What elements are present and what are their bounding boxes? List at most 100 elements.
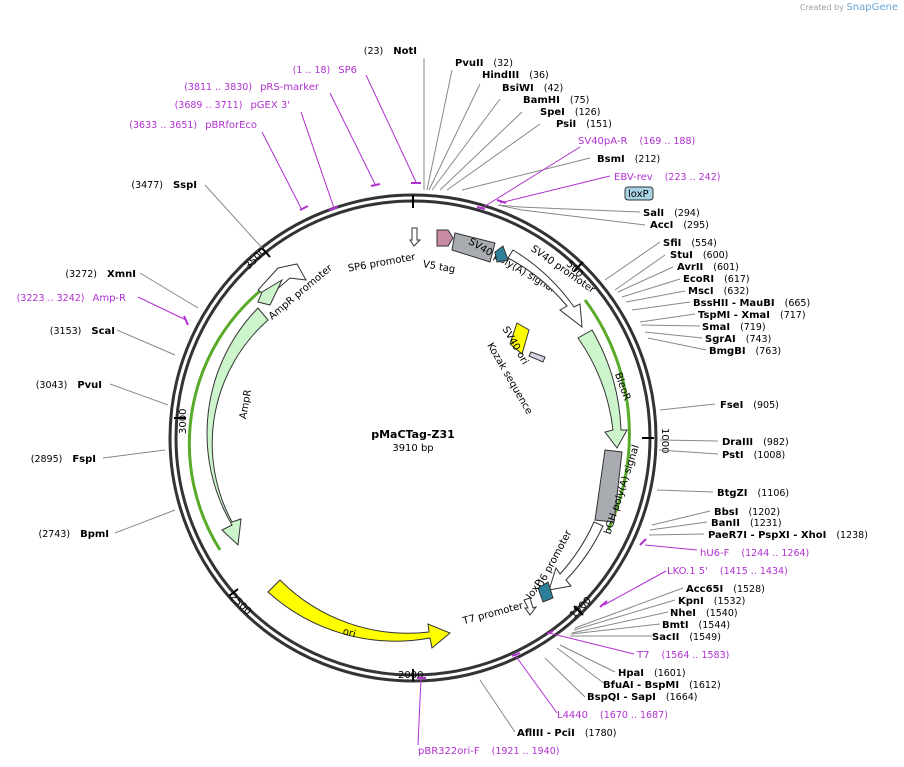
- svg-text:(3223 .. 3242)Amp-R: (3223 .. 3242)Amp-R: [17, 293, 126, 304]
- enzyme-bsshii-maubi: BssHII - MauBI: [693, 298, 775, 309]
- svg-text:Acc65I(1528): Acc65I(1528): [686, 584, 765, 595]
- ampr-upper-segment: [257, 278, 284, 306]
- enzyme-bsiwi: BsiWI: [502, 83, 534, 94]
- enzyme-stui: StuI: [670, 250, 693, 261]
- svg-text:L4440(1670 .. 1687): L4440(1670 .. 1687): [557, 710, 668, 721]
- enzyme-ecori: EcoRI: [683, 274, 714, 285]
- right-enzyme-labels: PvuII(32) HindIII(36) BsiWI(42) BamHI(75…: [455, 58, 868, 739]
- svg-text:BbsI(1202): BbsI(1202): [714, 507, 780, 518]
- enzyme-sacii: SacII: [652, 632, 679, 643]
- sv40-polya-feature: [451, 232, 496, 263]
- svg-text:(3633 .. 3651)pBRforEco: (3633 .. 3651)pBRforEco: [129, 120, 257, 131]
- svg-text:NheI(1540): NheI(1540): [670, 608, 738, 619]
- svg-text:SalI(294): SalI(294): [643, 208, 700, 219]
- tick-label-2500: 2500: [227, 592, 253, 618]
- loxp-top-feature: [494, 245, 509, 263]
- svg-text:AflIII - PciI(1780): AflIII - PciI(1780): [517, 728, 616, 739]
- v5-tag-label: V5 tag: [422, 259, 456, 276]
- svg-text:DraIII(982): DraIII(982): [722, 437, 789, 448]
- enzyme-noti: NotI: [393, 46, 417, 57]
- svg-text:EcoRI(617): EcoRI(617): [683, 274, 750, 285]
- svg-text:KpnI(1532): KpnI(1532): [678, 596, 745, 607]
- enzyme-sfii: SfiI: [663, 238, 681, 249]
- enzyme-fsei: FseI: [720, 400, 743, 411]
- enzyme-kpni: KpnI: [678, 596, 704, 607]
- ori-feature: [267, 579, 451, 649]
- svg-text:EBV-rev(223 .. 242): EBV-rev(223 .. 242): [614, 172, 720, 183]
- enzyme-btgzi: BtgZI: [717, 488, 748, 499]
- tick-label-2000: 2000: [398, 670, 423, 681]
- svg-text:BspQI - SapI(1664): BspQI - SapI(1664): [587, 692, 698, 703]
- primer-hu6-f: hU6-F: [700, 548, 730, 559]
- svg-text:(1 .. 18)SP6: (1 .. 18)SP6: [293, 65, 357, 76]
- enzyme-bsmi: BsmI: [597, 154, 625, 165]
- snapgene-logo: SnapGene: [846, 2, 898, 13]
- primer-sv40pa-r: SV40pA-R: [578, 136, 627, 147]
- svg-text:BsmI(212): BsmI(212): [597, 154, 660, 165]
- enzyme-psii: PsiI: [556, 119, 576, 130]
- svg-text:(3043)PvuI: (3043)PvuI: [36, 380, 102, 391]
- ori-label: ori: [341, 626, 356, 640]
- enzyme-psti: PstI: [722, 450, 744, 461]
- svg-text:BamHI(75): BamHI(75): [523, 95, 589, 106]
- svg-text:MscI(632): MscI(632): [688, 286, 749, 297]
- enzyme-banii: BanII: [711, 518, 740, 529]
- primer-markers: [183, 182, 647, 679]
- ampr-label: AmpR: [238, 389, 254, 420]
- enzyme-smai: SmaI: [702, 322, 730, 333]
- svg-text:pBR322ori-F(1921 .. 1940): pBR322ori-F(1921 .. 1940): [418, 746, 559, 757]
- enzyme-bbsi: BbsI: [714, 507, 738, 518]
- t7-promoter-arrow: [523, 597, 538, 616]
- primer-lko1-5: LKO.1 5': [667, 566, 708, 577]
- primer-amp-r: Amp-R: [93, 293, 127, 304]
- svg-text:(3689 .. 3711)pGEX 3': (3689 .. 3711)pGEX 3': [175, 100, 290, 111]
- svg-text:(3811 .. 3830)pRS-marker: (3811 .. 3830)pRS-marker: [184, 82, 320, 93]
- v5-tag-feature: [436, 229, 454, 247]
- bleor-feature: [577, 329, 628, 449]
- primer-labels: (1 .. 18)SP6 (3811 .. 3830)pRS-marker (3…: [17, 65, 810, 757]
- tick-marks: [174, 195, 654, 681]
- svg-text:BmgBI(763): BmgBI(763): [709, 346, 781, 357]
- plasmid-length: 3910 bp: [392, 443, 433, 454]
- enzyme-afliii-pcii: AflIII - PciI: [517, 728, 575, 739]
- svg-text:hU6-F(1244 .. 1264): hU6-F(1244 .. 1264): [700, 548, 809, 559]
- primer-pbr322ori-f: pBR322ori-F: [418, 746, 480, 757]
- svg-text:PsiI(151): PsiI(151): [556, 119, 612, 130]
- enzyme-bamhi: BamHI: [523, 95, 560, 106]
- svg-text:AccI(295): AccI(295): [650, 220, 709, 231]
- sv40-polya-label: SV40 poly(A) signal: [466, 236, 556, 294]
- sp6-promoter-label: SP6 promoter: [347, 252, 417, 275]
- enzyme-fspi: FspI: [72, 454, 96, 465]
- enzyme-spei: SpeI: [540, 107, 565, 118]
- svg-text:LKO.1 5'(1415 .. 1434): LKO.1 5'(1415 .. 1434): [667, 566, 788, 577]
- enzyme-pvuii: PvuII: [455, 58, 483, 69]
- bgh-polya-feature: [594, 449, 623, 523]
- enzyme-draiii: DraIII: [722, 437, 753, 448]
- sv40-ori-feature: [509, 322, 530, 355]
- enzyme-msci: MscI: [688, 286, 714, 297]
- enzyme-paer7i-pspxi-xhoi: PaeR7I - PspXI - XhoI: [708, 530, 826, 541]
- kozak-label: Kozak sequence: [484, 341, 534, 416]
- svg-text:(3477)SspI: (3477)SspI: [131, 180, 197, 191]
- left-enzyme-labels: (23)NotI (3477)SspI (3272)XmnI (3153)Sca…: [31, 46, 417, 540]
- loxp-box-label: loxP: [628, 189, 649, 200]
- primer-ebv-rev: EBV-rev: [614, 172, 653, 183]
- svg-text:(3153)ScaI: (3153)ScaI: [50, 326, 115, 337]
- svg-text:SmaI(719): SmaI(719): [702, 322, 766, 333]
- primer-t7: T7: [636, 650, 649, 661]
- svg-text:PaeR7I - PspXI - XhoI(1238): PaeR7I - PspXI - XhoI(1238): [708, 530, 868, 541]
- svg-text:BmtI(1544): BmtI(1544): [662, 620, 730, 631]
- t7-promoter-label: T7 promoter: [461, 600, 526, 627]
- enzyme-scai: ScaI: [91, 326, 115, 337]
- ampr-orf-line: [187, 285, 266, 551]
- enzyme-xmni: XmnI: [107, 269, 136, 280]
- primer-leader-lines: [137, 74, 698, 746]
- svg-text:HindIII(36): HindIII(36): [482, 70, 549, 81]
- enzyme-sspi: SspI: [173, 180, 197, 191]
- enzyme-bspqi-sapi: BspQI - SapI: [587, 692, 656, 703]
- enzyme-acc65i: Acc65I: [686, 584, 723, 595]
- svg-text:(3272)XmnI: (3272)XmnI: [65, 269, 136, 280]
- svg-text:SgrAI(743): SgrAI(743): [705, 334, 771, 345]
- primer-prs-marker: pRS-marker: [260, 82, 320, 93]
- svg-text:PvuII(32): PvuII(32): [455, 58, 513, 69]
